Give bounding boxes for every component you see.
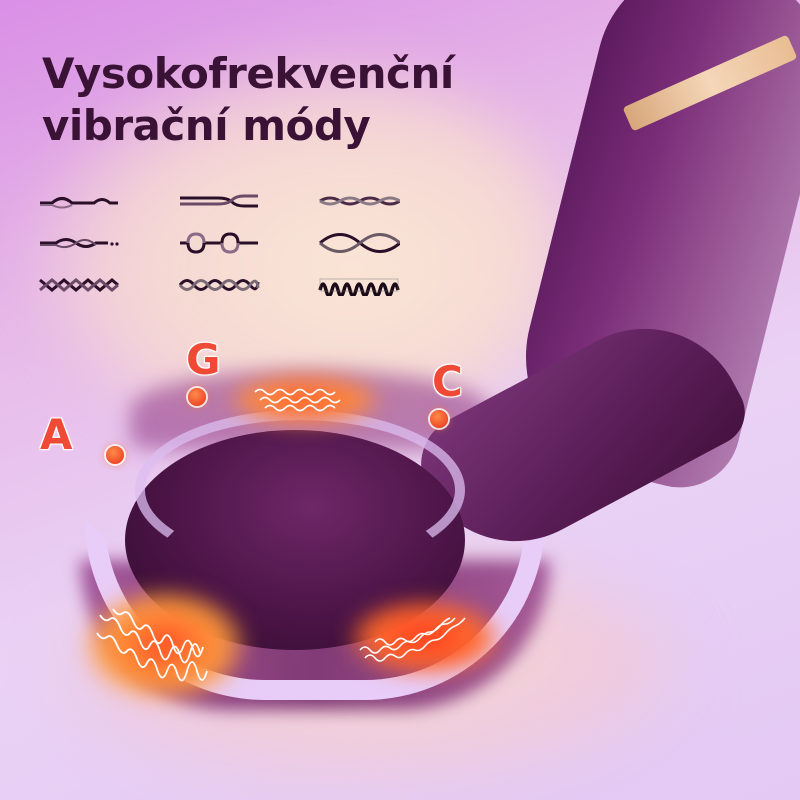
headline: Vysokofrekvenční vibrační módy <box>42 48 454 152</box>
headline-line-1: Vysokofrekvenční <box>42 49 454 98</box>
vibration-waves-icon <box>250 378 360 418</box>
zone-marker-g <box>188 388 206 406</box>
heat-zone-bottom-right <box>350 600 500 675</box>
headline-line-2: vibrační módy <box>42 101 371 150</box>
heat-zone-top <box>230 375 380 425</box>
heat-zone-bottom-left <box>85 590 245 700</box>
zone-label-c: C <box>432 357 463 406</box>
vibration-waves-icon <box>355 610 495 670</box>
tight-braid-icon <box>178 274 260 296</box>
zone-marker-c <box>430 410 448 428</box>
zone-label-a: A <box>40 410 73 459</box>
square-wave-icon <box>178 232 260 254</box>
vibration-mode-grid <box>38 190 408 296</box>
zone-label-g: G <box>186 335 221 384</box>
dense-coil-icon <box>318 274 400 296</box>
large-sine-braid-icon <box>318 232 400 254</box>
wave-pulse-icon <box>38 190 120 212</box>
zone-marker-a <box>106 446 124 464</box>
device-head-outline <box>135 410 465 570</box>
braid-dots-icon <box>38 232 120 254</box>
vibration-waves-icon <box>95 605 245 695</box>
zigzag-braid-icon <box>38 274 120 296</box>
double-line-wave-icon <box>178 190 260 212</box>
continuous-braid-icon <box>318 190 400 212</box>
